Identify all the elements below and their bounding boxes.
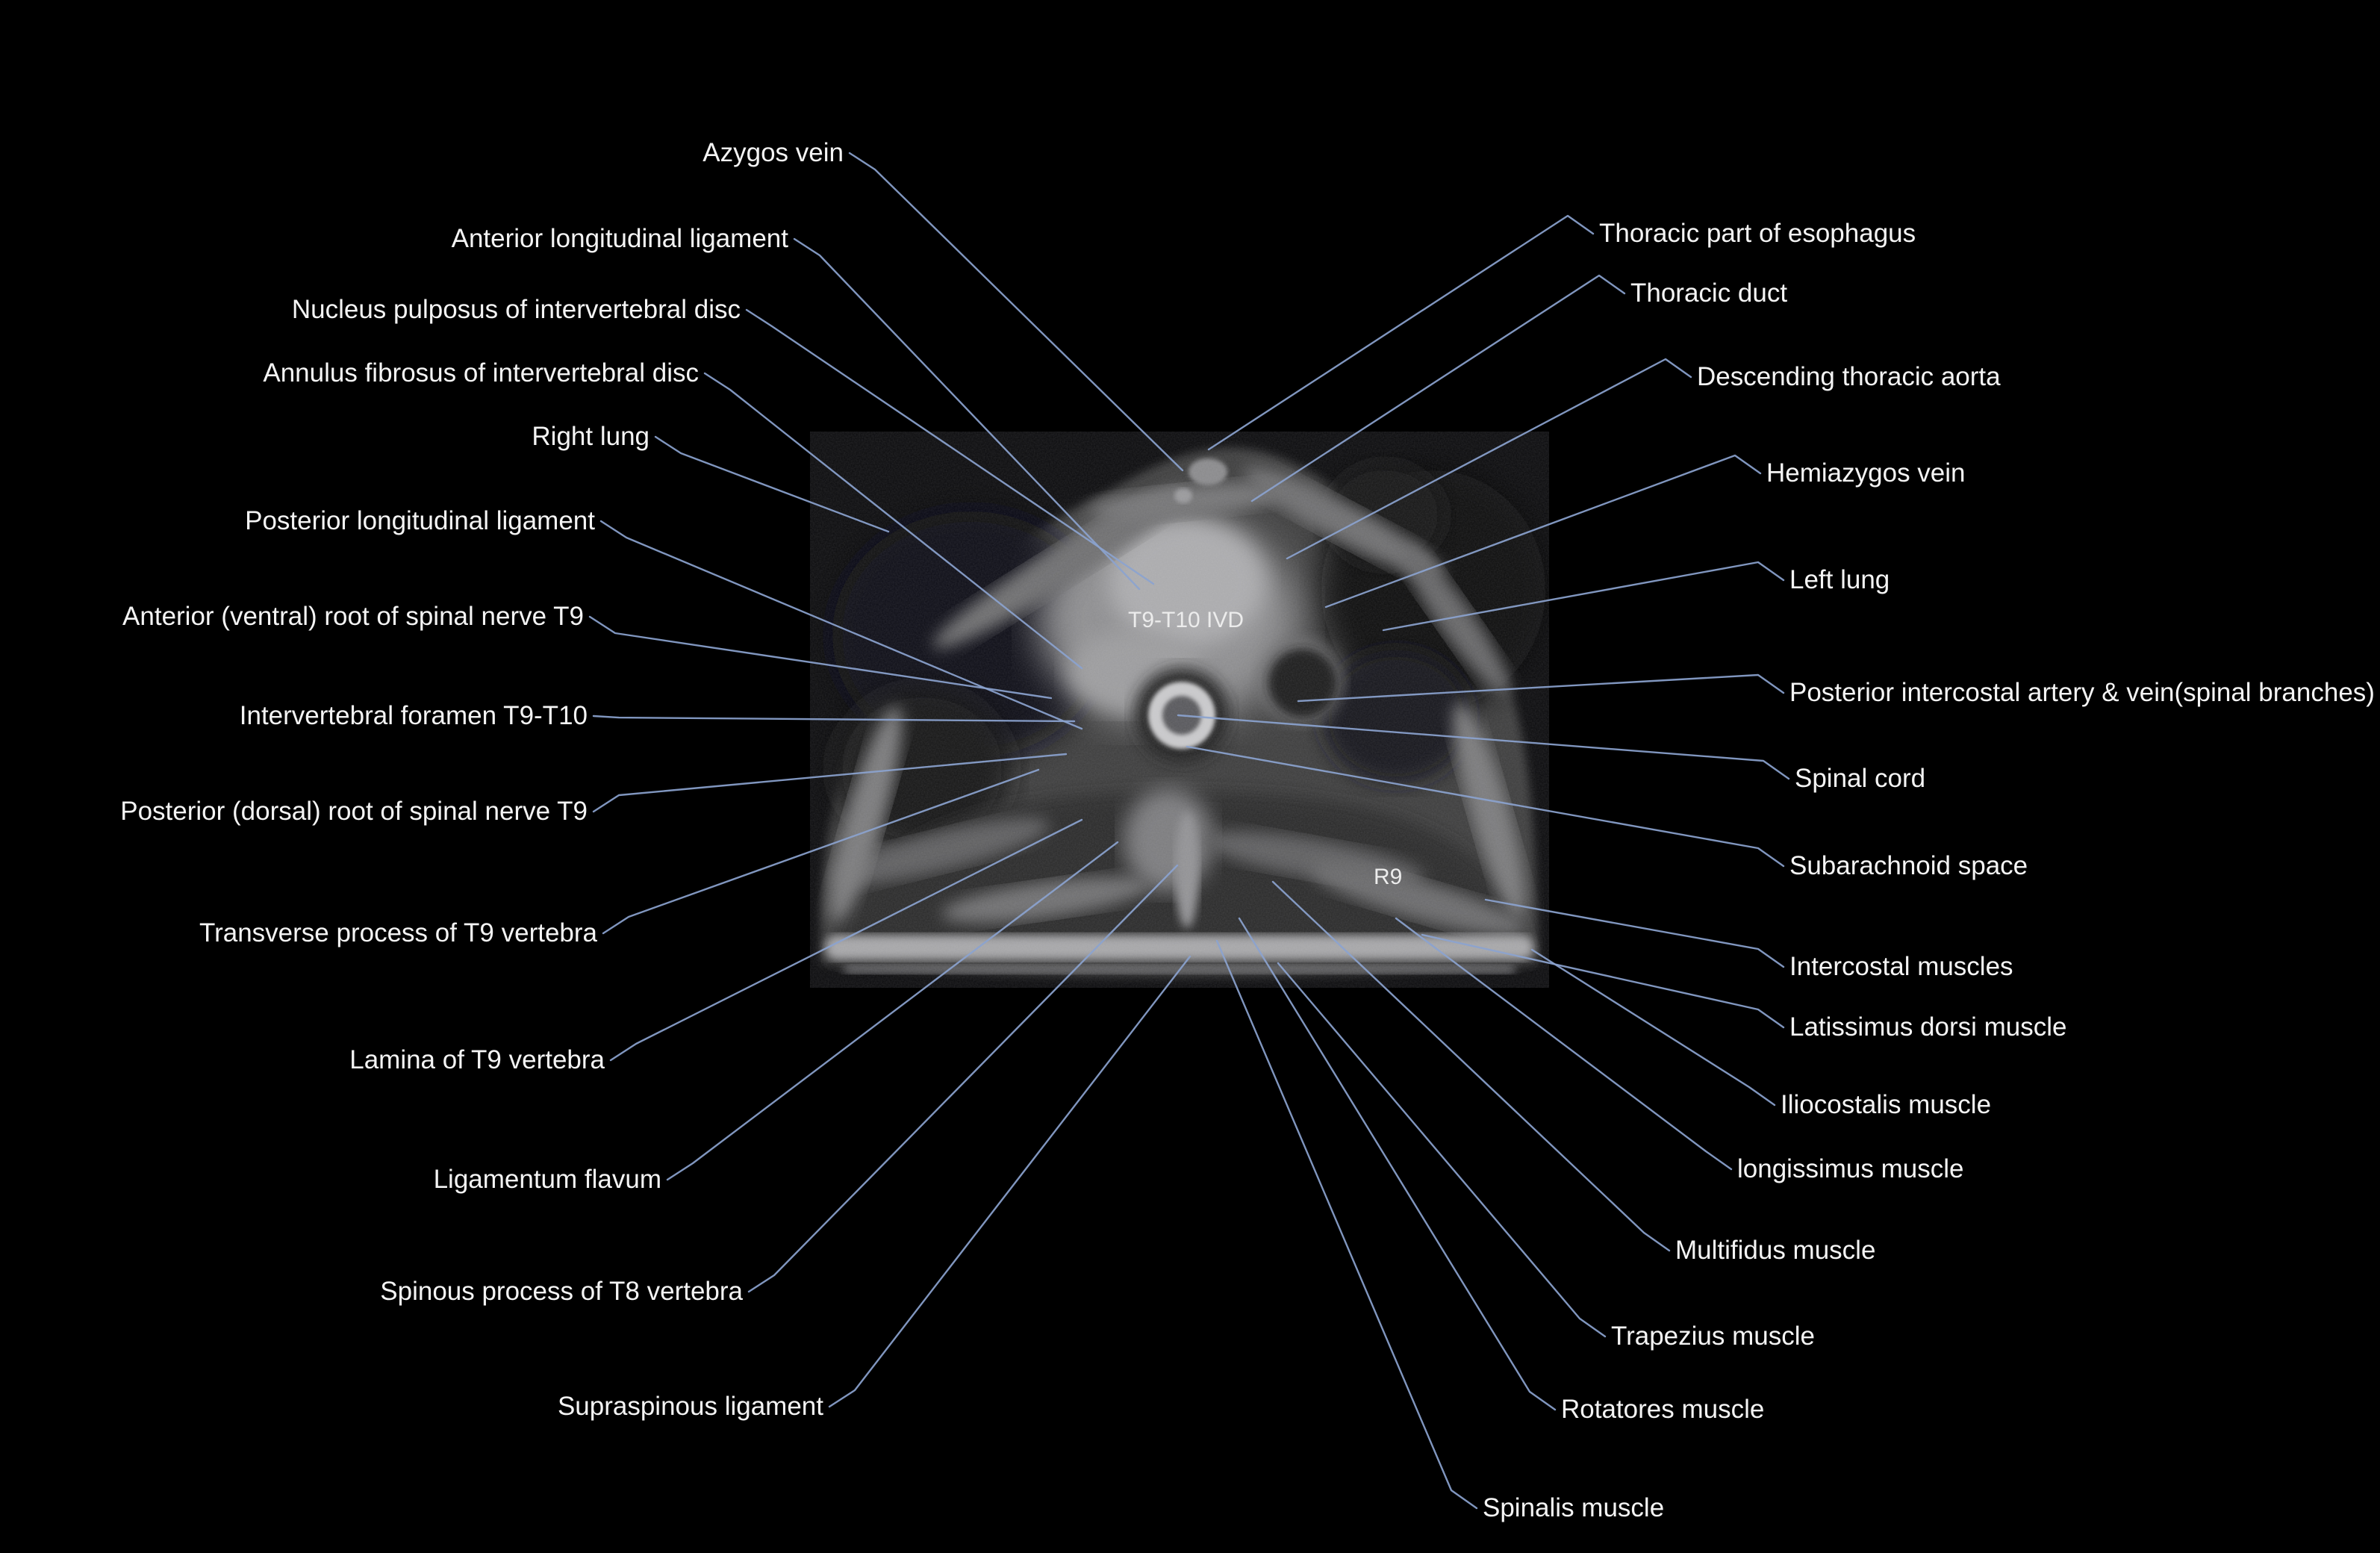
leader-line-intervertebral-foramen-t9-t10 [592, 715, 1076, 723]
leader-line-nucleus-pulposus-of-intervertebral-disc [745, 308, 1155, 585]
leader-line-ligamentum-flavum [666, 841, 1119, 1181]
mri-noise [810, 432, 1549, 988]
leader-line-spinous-process-of-t8-vertebra [747, 864, 1179, 1293]
leader-line-spinal-cord [1177, 714, 1790, 780]
mri-scan [810, 432, 1549, 988]
leader-line-spinalis-muscle [1215, 939, 1478, 1510]
leader-lines [588, 152, 1790, 1510]
leader-line-descending-thoracic-aorta [1286, 358, 1692, 560]
leader-line-thoracic-part-of-esophagus [1207, 214, 1595, 451]
leader-line-right-lung [654, 435, 890, 533]
leader-line-annulus-fibrosus-of-intervertebral-disc [703, 372, 1083, 670]
leader-line-subarachnoid-space [1186, 745, 1785, 868]
leader-line-supraspinous-ligament [828, 955, 1191, 1408]
leader-line-intercostal-muscles [1484, 898, 1785, 968]
leader-line-longissimus-muscle [1395, 917, 1733, 1171]
leader-line-iliocostalis-muscle [1530, 948, 1776, 1107]
leader-line-posterior-intercostal-artery-vein-spinal-branches [1297, 673, 1785, 703]
leader-line-anterior-ventral-root-of-spinal-nerve-t9 [588, 615, 1053, 700]
leader-line-posterior-dorsal-root-of-spinal-nerve-t9 [592, 753, 1068, 813]
leader-line-lamina-of-t9-vertebra [609, 818, 1083, 1062]
mri-ivd-label: T9-T10 IVD [1128, 608, 1244, 632]
leader-line-latissimus-dorsi-muscle [1421, 933, 1785, 1029]
leader-line-thoracic-duct [1250, 274, 1626, 502]
leader-line-hemiazygos-vein [1324, 454, 1762, 609]
leader-line-posterior-longitudinal-ligament [599, 520, 1083, 730]
leader-line-anterior-longitudinal-ligament [793, 237, 1141, 591]
leader-line-trapezius-muscle [1277, 962, 1607, 1338]
leader-line-rotatores-muscle [1238, 917, 1557, 1411]
leader-line-transverse-process-of-t9-vertebra [602, 768, 1040, 935]
mri-laterality-label: R9 [1374, 865, 1402, 889]
leader-line-azygos-vein [848, 152, 1184, 472]
leader-line-multifidus-muscle [1271, 880, 1671, 1252]
leader-line-left-lung [1382, 561, 1785, 632]
